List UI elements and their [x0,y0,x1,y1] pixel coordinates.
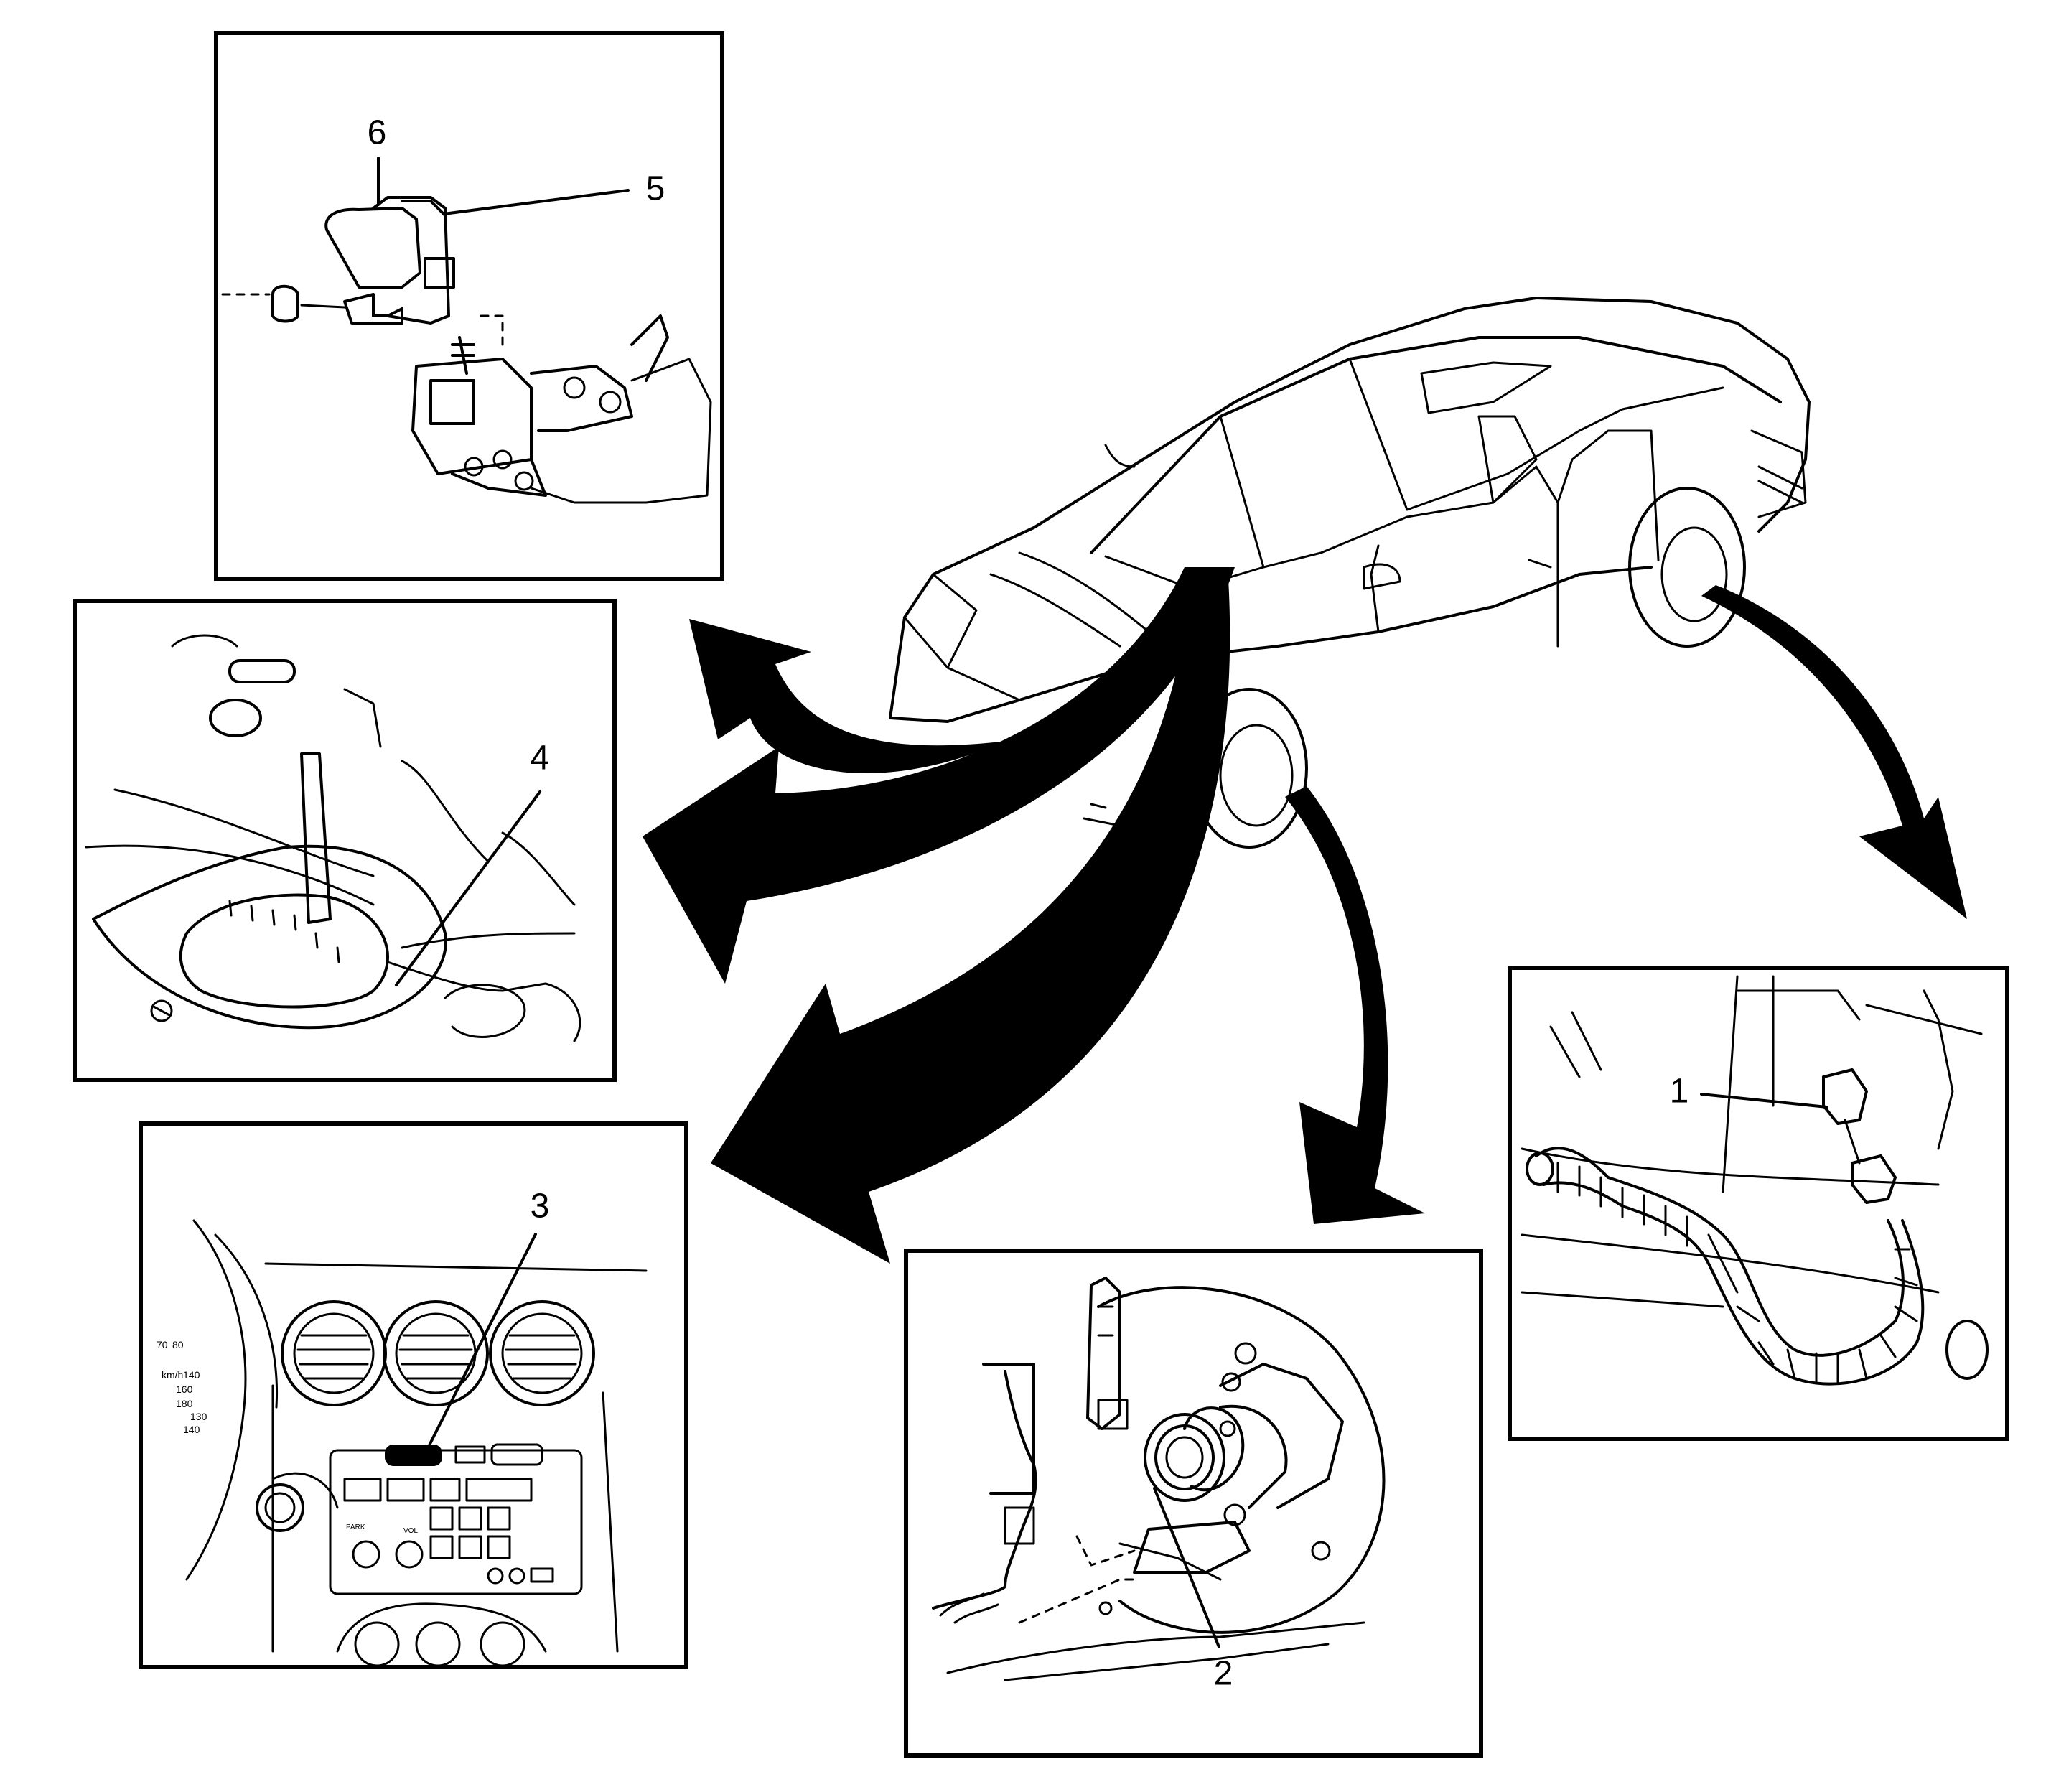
panel-shifter: 4 [73,599,617,1082]
gauge-label: km/h [162,1369,183,1381]
gauge-label: 160 [176,1383,193,1395]
gauge-label: 70 [157,1339,168,1350]
callout-2: 2 [1214,1655,1233,1693]
leader-5 [442,189,630,215]
gauge-label: 80 [172,1339,184,1350]
callout-6: 6 [368,114,387,152]
arrow-to-panel-top-left [689,619,1048,773]
panel-actuator: 2 [904,1249,1483,1758]
arrow-to-panel-dash [711,567,1230,1264]
callout-5: 5 [646,170,665,208]
leader-1 [1700,1093,1828,1109]
panel-harness: 1 [1508,966,2009,1441]
gauge-labels: 70 80 km/h 140 160 180 130 140 PARK VOL [157,1339,418,1535]
module-illustration [221,196,712,504]
actuator-illustration [932,1277,1386,1681]
radio-label: VOL [403,1527,418,1535]
dashboard-illustration [185,1219,648,1667]
car-illustration [889,297,1811,849]
arrows [643,567,1967,1264]
panel-dashboard: 70 80 km/h 140 160 180 130 140 PARK VOL … [139,1121,688,1669]
arrow-to-panel-actuator [1285,786,1425,1224]
leader-4 [395,790,541,986]
shifter-illustration [85,634,581,1042]
callout-3: 3 [531,1187,550,1226]
harness-illustration [1521,975,1989,1386]
gauge-label: 180 [176,1398,193,1409]
leader-2 [1153,1487,1220,1648]
callout-1: 1 [1670,1073,1689,1111]
arrow-to-panel-shifter [643,567,1235,984]
callout-4: 4 [531,739,550,778]
gauge-label: 140 [183,1369,200,1381]
panel-bracket-module: 6 5 [214,31,724,581]
gauge-label: 130 [190,1411,207,1422]
arrow-to-panel-harness [1701,585,1967,919]
leader-3 [428,1233,537,1447]
gauge-label: 140 [183,1424,200,1435]
radio-label: PARK [346,1523,365,1531]
